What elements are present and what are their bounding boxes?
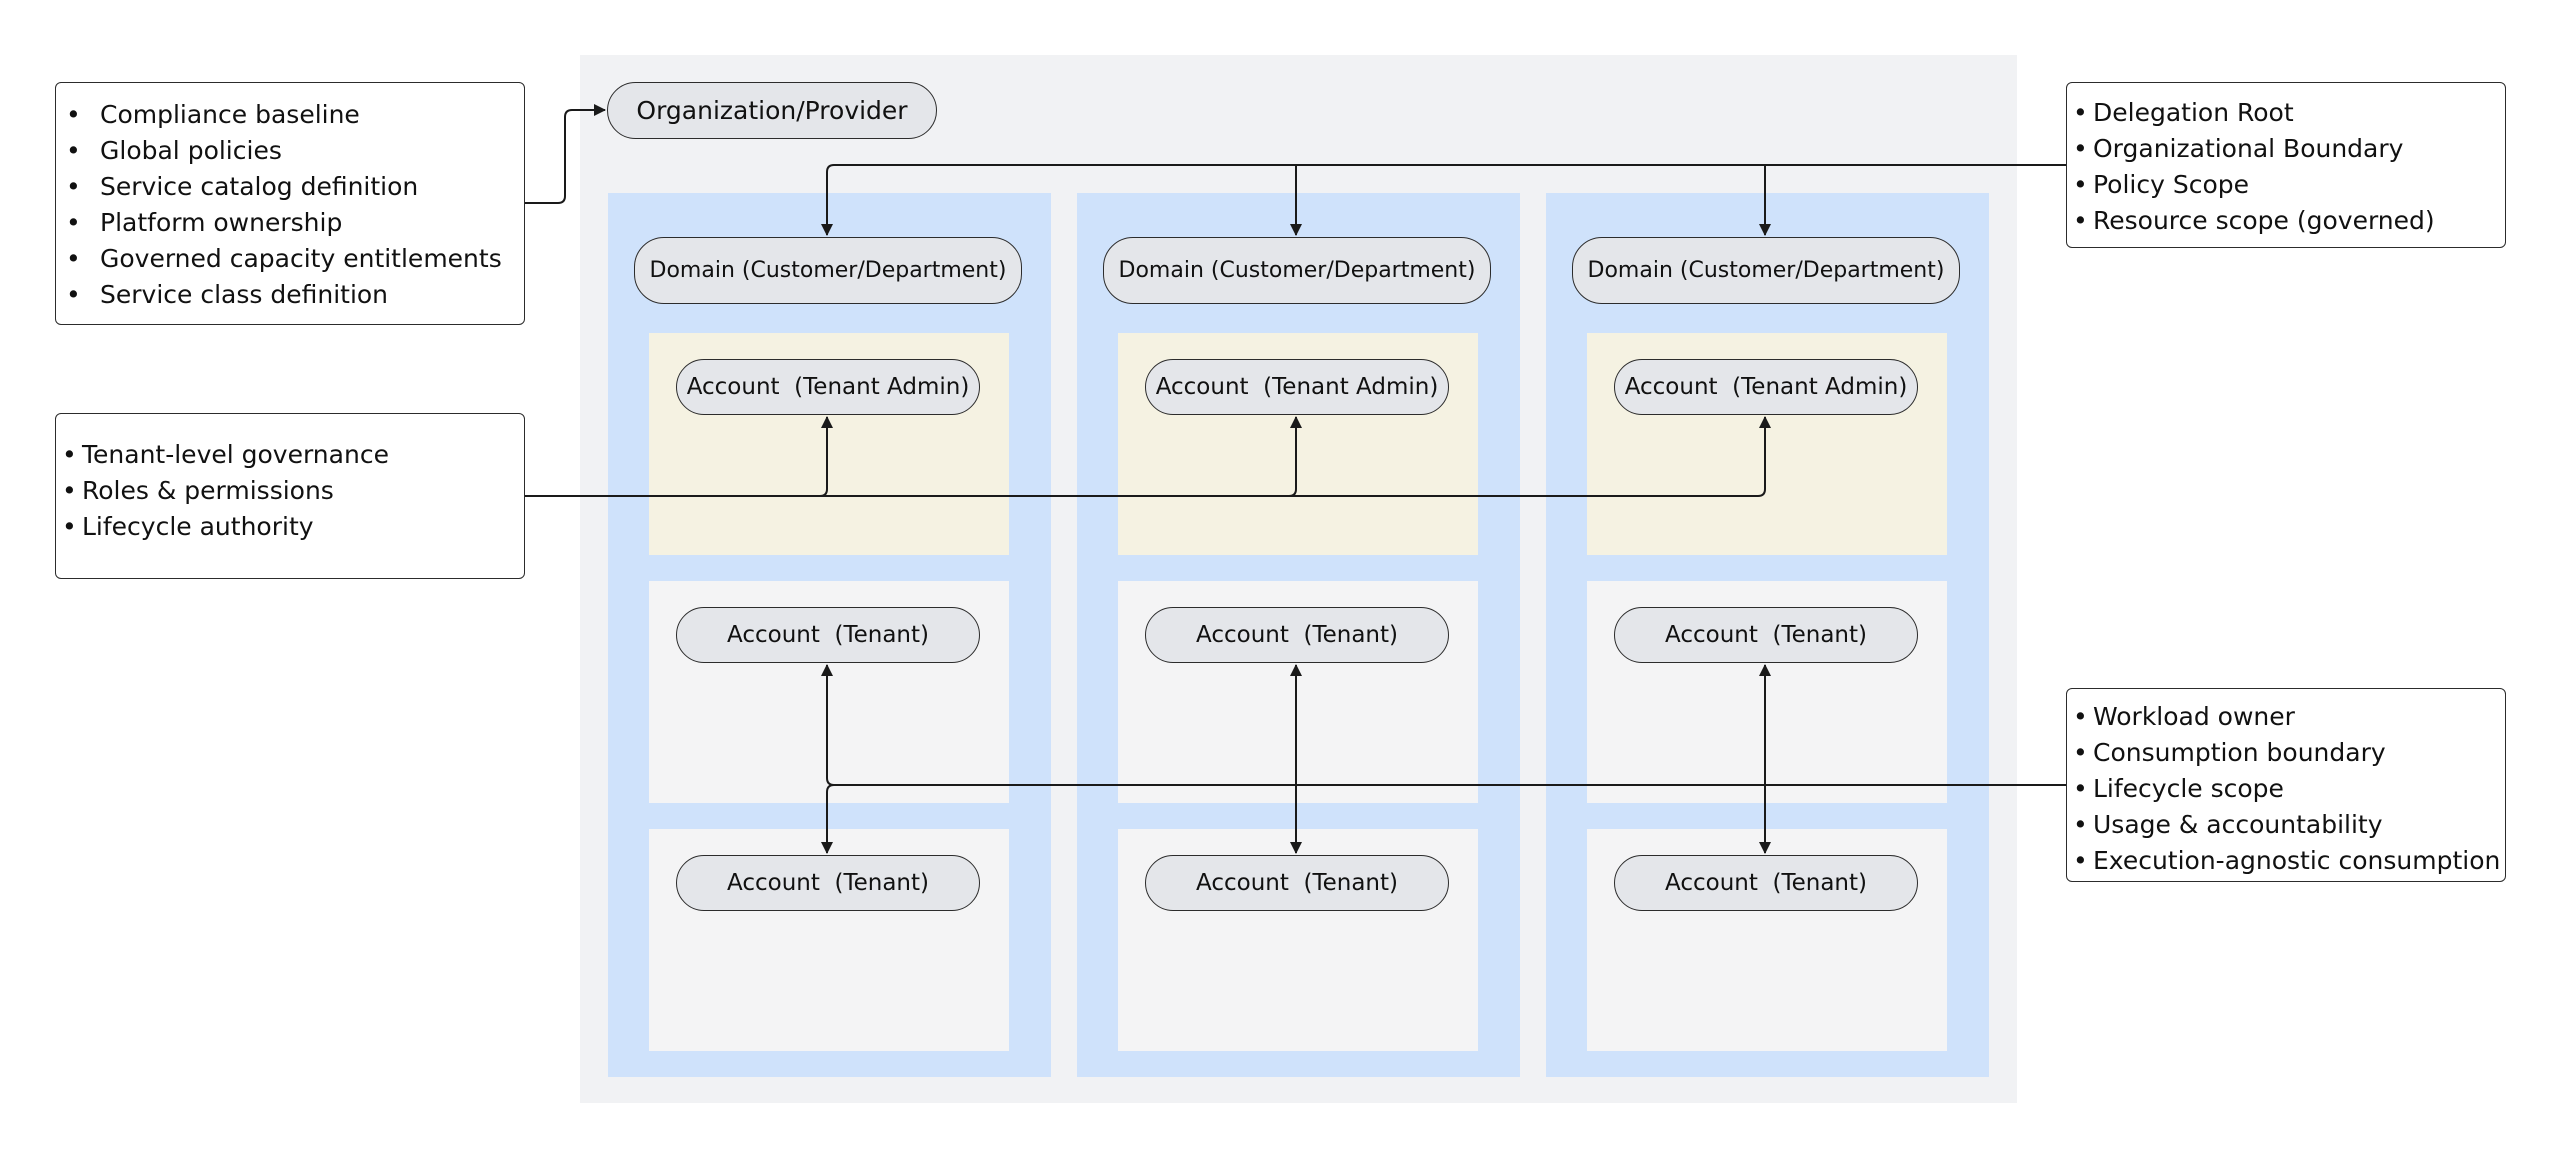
provider-responsibilities-note: Compliance baseline Global policies Serv…	[55, 82, 525, 325]
note-item: Resource scope (governed)	[2073, 203, 2505, 239]
connector-tenant-trunk	[826, 777, 2066, 786]
connector-to-tenant-1b	[821, 784, 835, 854]
tenant-account-node-2a: Account (Tenant)	[1145, 607, 1449, 663]
tenant-admin-responsibilities-note: Tenant-level governance Roles & permissi…	[55, 413, 525, 579]
note-item: Governed capacity entitlements	[66, 241, 524, 277]
domain-node-2: Domain (Customer/Department)	[1103, 237, 1491, 304]
note-item: Compliance baseline	[66, 97, 524, 133]
note-item: Tenant-level governance	[62, 437, 524, 473]
domain-responsibilities-note: Delegation Root Organizational Boundary …	[2066, 82, 2506, 248]
connector-domain-trunk	[826, 164, 2066, 173]
note-item: Usage & accountability	[2073, 807, 2505, 843]
note-item: Workload owner	[2073, 699, 2505, 735]
tenant-admin-account-node-3: Account (Tenant Admin)	[1614, 359, 1918, 415]
tenant-account-node-1a: Account (Tenant)	[676, 607, 980, 663]
connector-provider-to-org	[525, 104, 606, 204]
tenant-admin-account-node-2: Account (Tenant Admin)	[1145, 359, 1449, 415]
domain-node-1: Domain (Customer/Department)	[634, 237, 1022, 304]
tenant-admin-account-node-1: Account (Tenant Admin)	[676, 359, 980, 415]
connector-admin-trunk	[525, 488, 1766, 497]
tenant-responsibilities-note: Workload owner Consumption boundary Life…	[2066, 688, 2506, 882]
note-item: Roles & permissions	[62, 473, 524, 509]
note-item: Lifecycle authority	[62, 509, 524, 545]
connector-to-admin-1	[819, 416, 833, 497]
note-item: Execution-agnostic consumption	[2073, 843, 2505, 879]
connector-to-admin-2	[1288, 416, 1302, 497]
note-item: Global policies	[66, 133, 524, 169]
note-item: Platform ownership	[66, 205, 524, 241]
tenant-account-node-2b: Account (Tenant)	[1145, 855, 1449, 911]
note-item: Service catalog definition	[66, 169, 524, 205]
tenant-account-node-3a: Account (Tenant)	[1614, 607, 1918, 663]
note-item: Delegation Root	[2073, 95, 2505, 131]
tenant-account-node-1b: Account (Tenant)	[676, 855, 980, 911]
note-item: Consumption boundary	[2073, 735, 2505, 771]
tenant-account-node-3b: Account (Tenant)	[1614, 855, 1918, 911]
note-item: Lifecycle scope	[2073, 771, 2505, 807]
organization-provider-node: Organization/Provider	[607, 82, 937, 139]
note-item: Service class definition	[66, 277, 524, 313]
domain-node-3: Domain (Customer/Department)	[1572, 237, 1960, 304]
note-item: Organizational Boundary	[2073, 131, 2505, 167]
note-item: Policy Scope	[2073, 167, 2505, 203]
